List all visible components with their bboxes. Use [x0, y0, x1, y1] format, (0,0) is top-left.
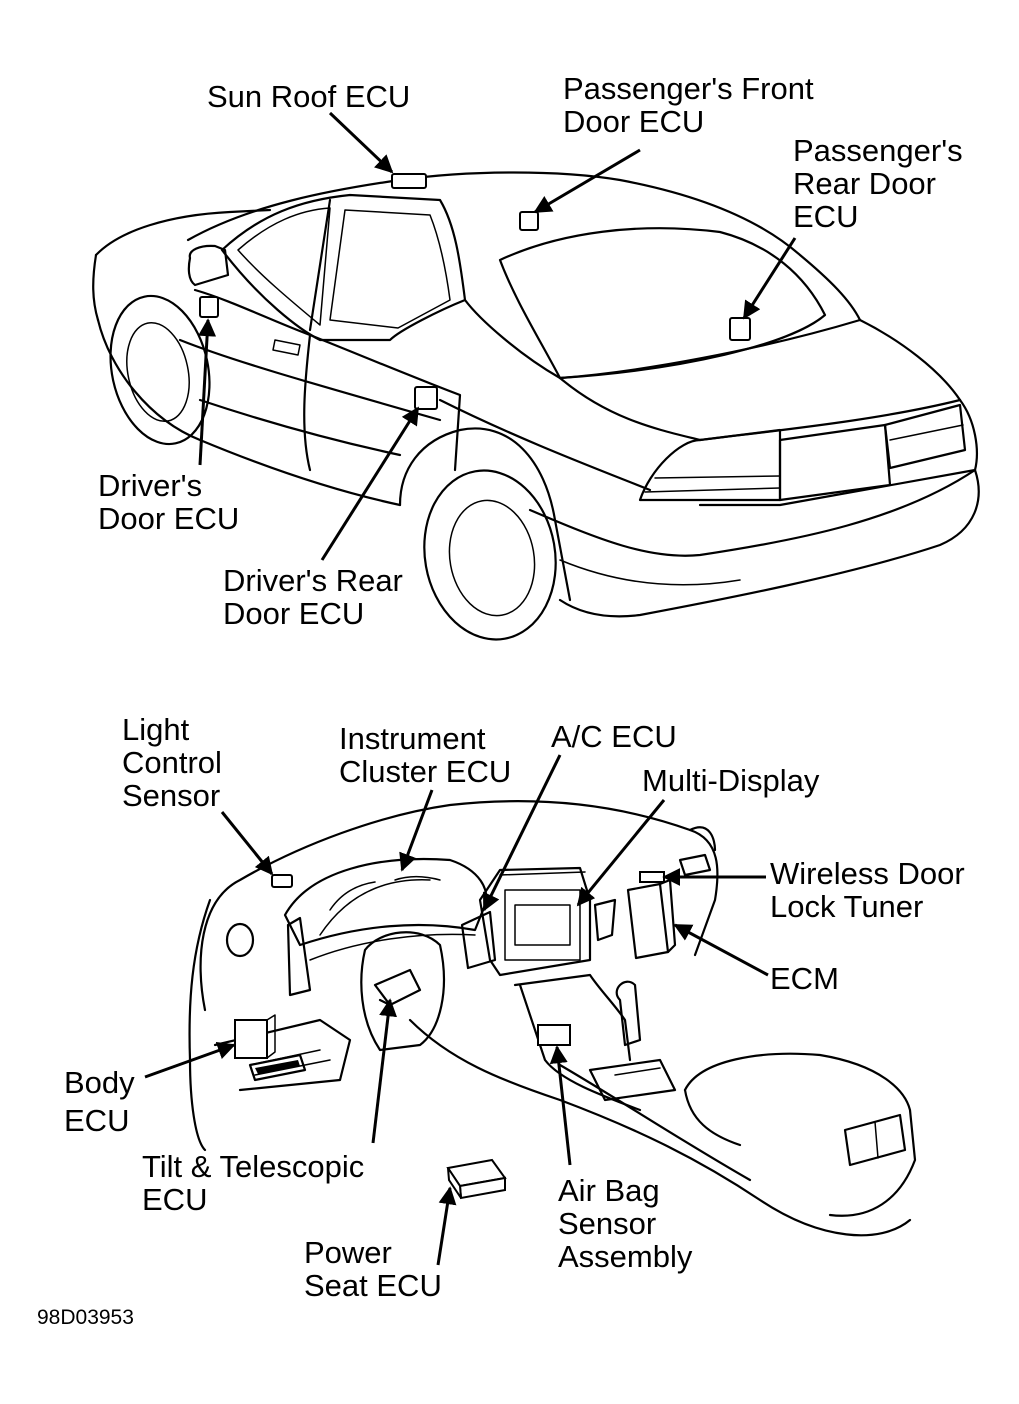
figure-id: 98D03953	[37, 1306, 134, 1329]
air-bag-sensor-assembly-label-line1: Air Bag	[558, 1173, 660, 1208]
dash-leader-arrows	[144, 754, 769, 1266]
driver-door-ecu-label: Driver's Door ECU	[98, 469, 239, 535]
ecm-label: ECM	[770, 962, 839, 995]
ecm-label-line1: ECM	[770, 961, 839, 996]
light-control-sensor-label-line2: Control	[122, 745, 222, 780]
light-control-sensor-label-line1: Light	[122, 712, 190, 747]
driver-rear-door-ecu-part	[414, 386, 438, 410]
car-illustration	[92, 171, 980, 641]
tilt-telescopic-ecu-label-line1: Tilt & Telescopic	[142, 1149, 365, 1184]
passenger-front-door-ecu-label-line1: Passenger's Front	[563, 71, 814, 106]
passenger-rear-door-ecu-label: Passenger's Rear Door ECU	[793, 134, 963, 233]
sun-roof-ecu-label: Sun Roof ECU	[207, 80, 410, 113]
wireless-door-lock-tuner-label-line2: Lock Tuner	[770, 889, 924, 924]
power-seat-ecu-label-line2: Seat ECU	[304, 1268, 442, 1303]
passenger-front-door-ecu-label-line2: Door ECU	[563, 104, 705, 139]
air-bag-sensor-assembly-label: Air Bag Sensor Assembly	[558, 1174, 692, 1273]
passenger-rear-door-ecu-label-line1: Passenger's	[793, 133, 963, 168]
power-seat-ecu-label-line1: Power	[304, 1235, 392, 1270]
ac-ecu-label: A/C ECU	[551, 720, 677, 753]
passenger-front-door-ecu-part	[519, 211, 539, 231]
driver-door-ecu-part	[199, 296, 219, 318]
ac-ecu-label-line1: A/C ECU	[551, 719, 677, 754]
body-ecu-label: Body ECU	[64, 1064, 135, 1140]
instrument-cluster-ecu-label-line1: Instrument	[339, 721, 486, 756]
body-ecu-label-line1: Body	[64, 1065, 135, 1100]
passenger-rear-door-ecu-label-line3: ECU	[793, 199, 859, 234]
driver-door-ecu-label-line1: Driver's	[98, 468, 203, 503]
sun-roof-ecu-label-line1: Sun Roof ECU	[207, 79, 411, 114]
wireless-door-lock-tuner-label: Wireless Door Lock Tuner	[770, 857, 965, 923]
passenger-rear-door-ecu-part	[729, 317, 751, 341]
passenger-front-door-ecu-label: Passenger's Front Door ECU	[563, 72, 814, 138]
car-leader-arrows	[198, 111, 797, 561]
instrument-cluster-ecu-label: Instrument Cluster ECU	[339, 722, 511, 788]
light-control-sensor-label-line3: Sensor	[122, 778, 221, 813]
light-control-sensor-label: Light Control Sensor	[122, 713, 222, 812]
driver-rear-door-ecu-label-line1: Driver's Rear	[223, 563, 403, 598]
air-bag-sensor-assembly-label-line2: Sensor	[558, 1206, 657, 1241]
air-bag-sensor-assembly-label-line3: Assembly	[558, 1239, 693, 1274]
driver-rear-door-ecu-label: Driver's Rear Door ECU	[223, 564, 403, 630]
body-ecu-label-line2: ECU	[64, 1103, 130, 1138]
multi-display-label: Multi-Display	[642, 764, 819, 797]
multi-display-label-line1: Multi-Display	[642, 763, 820, 798]
tilt-telescopic-ecu-label-line2: ECU	[142, 1182, 208, 1217]
tilt-telescopic-ecu-label: Tilt & Telescopic ECU	[142, 1150, 364, 1216]
instrument-cluster-ecu-label-line2: Cluster ECU	[339, 754, 512, 789]
driver-rear-door-ecu-label-line2: Door ECU	[223, 596, 365, 631]
wireless-door-lock-tuner-label-line1: Wireless Door	[770, 856, 965, 891]
passenger-rear-door-ecu-label-line2: Rear Door	[793, 166, 936, 201]
driver-door-ecu-label-line2: Door ECU	[98, 501, 240, 536]
sun-roof-ecu-part	[391, 173, 427, 189]
dashboard-illustration	[188, 800, 917, 1237]
power-seat-ecu-label: Power Seat ECU	[304, 1236, 442, 1302]
